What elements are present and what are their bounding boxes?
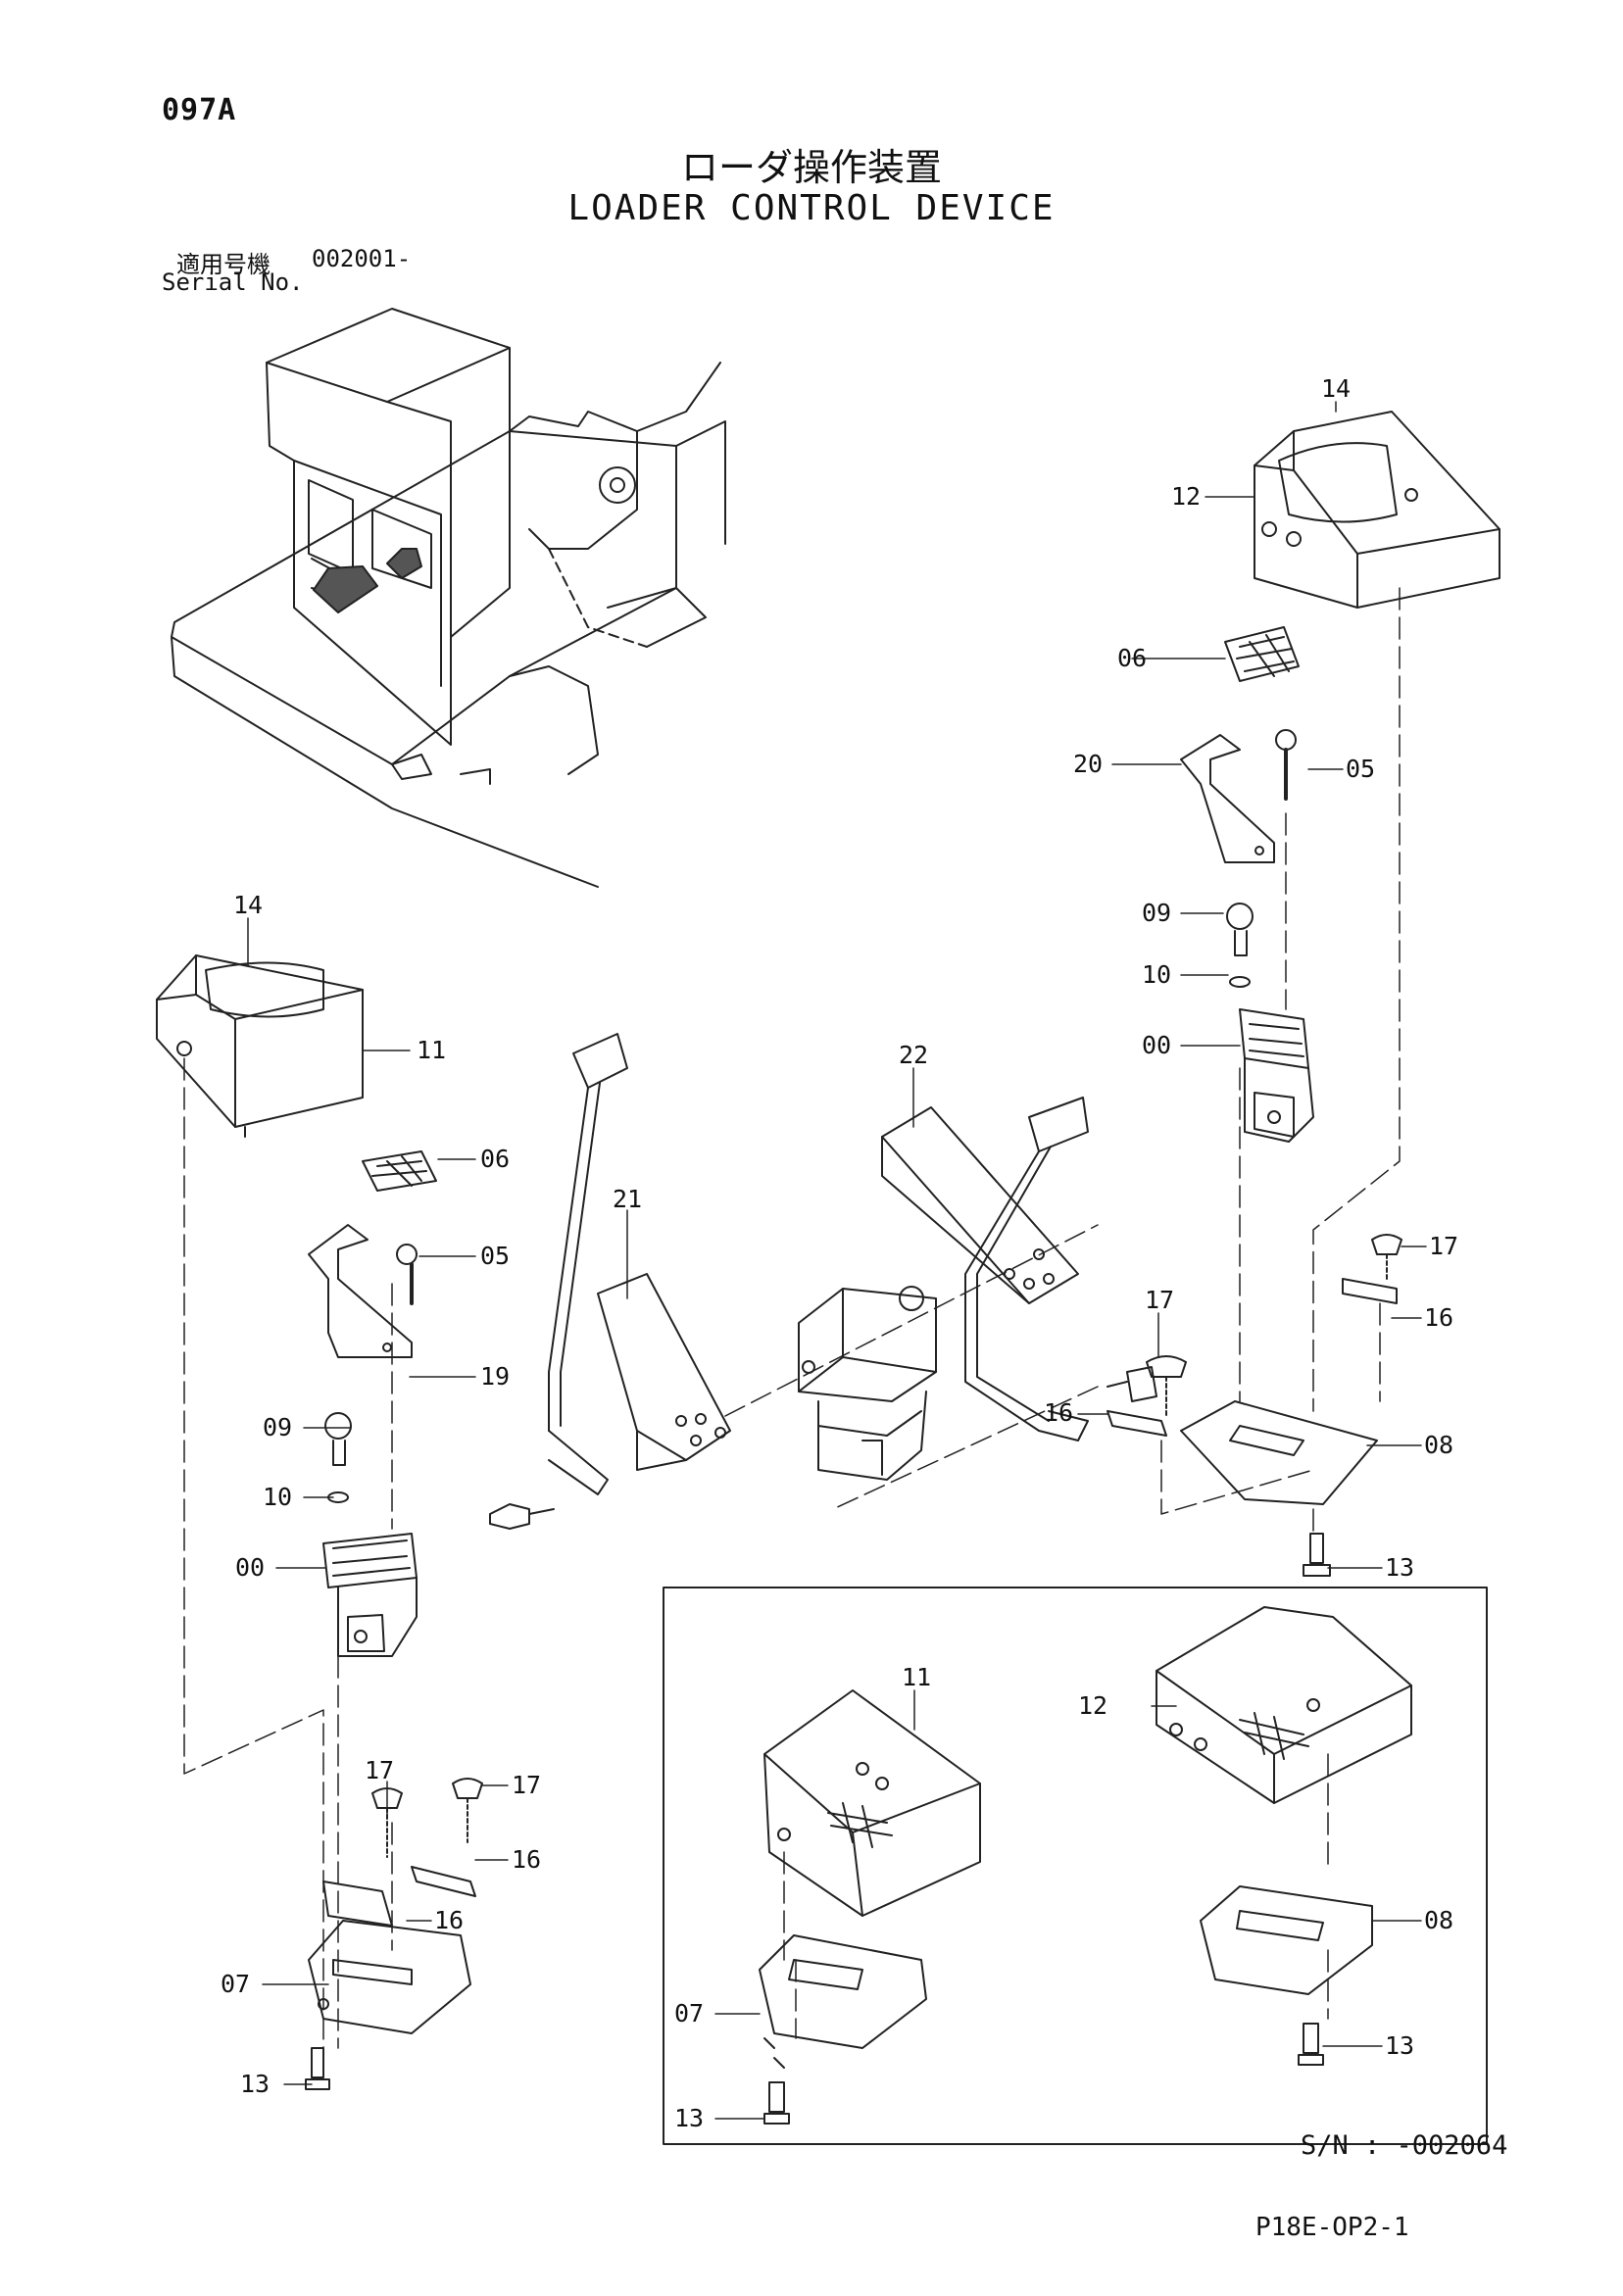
part-label-13: 13 <box>240 2070 270 2098</box>
part-label-07: 07 <box>221 1970 250 1998</box>
part-label-08: 08 <box>1424 1906 1453 1934</box>
left-cover-assembly <box>156 954 364 1138</box>
inset-plate-07 <box>759 1934 927 2125</box>
serial-number-value: 002001- <box>312 245 412 272</box>
inset-dash-lines <box>783 1753 1329 2039</box>
left-pedal-pad <box>362 1150 437 1192</box>
part-label-11: 11 <box>417 1036 446 1064</box>
part-label-05: 05 <box>1346 755 1375 783</box>
part-label-14: 14 <box>1321 374 1351 403</box>
right-pedal-bracket <box>1180 729 1297 863</box>
inset-serial-number: S/N : -002064 <box>1301 2130 1508 2161</box>
part-label-17: 17 <box>1145 1286 1174 1314</box>
part-label-16: 16 <box>1044 1398 1073 1427</box>
inset-cover-12 <box>1156 1606 1412 1804</box>
part-label-07: 07 <box>674 1999 704 2027</box>
part-label-09: 09 <box>1142 899 1171 927</box>
title-japanese: ローダ操作装置 <box>680 146 942 189</box>
left-dash-lines <box>183 1057 393 2049</box>
part-label-13: 13 <box>674 2104 704 2132</box>
right-floor-plate <box>1107 1234 1402 1577</box>
part-label-12: 12 <box>1171 482 1201 511</box>
part-label-22: 22 <box>899 1041 928 1069</box>
right-cover-assembly <box>1254 411 1500 609</box>
inset-plate-08 <box>1200 1885 1373 2066</box>
part-label-12: 12 <box>1078 1691 1107 1720</box>
right-pedal-pad <box>1224 626 1300 682</box>
part-label-13: 13 <box>1385 2031 1414 2060</box>
part-label-20: 20 <box>1073 750 1103 778</box>
part-labels: 14 12 06 20 05 09 10 00 17 17 16 16 08 1… <box>221 374 1458 2132</box>
part-label-19: 19 <box>480 1362 510 1391</box>
left-pedal-bracket <box>308 1224 418 1358</box>
inset-cover-11 <box>763 1689 981 1917</box>
part-label-06: 06 <box>1117 644 1147 672</box>
right-valve-assembly <box>1226 903 1314 1143</box>
part-label-08: 08 <box>1424 1431 1453 1459</box>
centre-lever-21 <box>489 1033 731 1530</box>
centre-lever-22 <box>881 1097 1157 1441</box>
part-label-17: 17 <box>365 1756 394 1784</box>
part-label-09: 09 <box>263 1413 292 1441</box>
left-valve-assembly <box>322 1412 418 1657</box>
right-dash-lines <box>1160 587 1401 1535</box>
part-label-14: 14 <box>233 891 263 919</box>
part-label-10: 10 <box>1142 960 1171 989</box>
part-label-13: 13 <box>1385 1553 1414 1582</box>
serial-label-english: Serial No. <box>162 269 304 296</box>
part-label-05: 05 <box>480 1242 510 1270</box>
title-english: LOADER CONTROL DEVICE <box>567 188 1056 228</box>
part-label-21: 21 <box>613 1185 642 1213</box>
part-label-10: 10 <box>263 1483 292 1511</box>
machine-overview-illustration <box>171 308 726 888</box>
part-label-16: 16 <box>434 1906 464 1934</box>
centre-valve-body <box>798 1286 937 1481</box>
callout-lines <box>247 401 1427 2120</box>
part-label-00: 00 <box>235 1553 265 1582</box>
part-label-17: 17 <box>1429 1232 1458 1260</box>
footer-code: P18E-OP2-1 <box>1255 2213 1409 2242</box>
part-label-16: 16 <box>1424 1303 1453 1332</box>
serial-label-japanese: 適用号機 <box>176 251 270 278</box>
page-code: 097A <box>162 93 237 127</box>
part-label-16: 16 <box>512 1845 541 1874</box>
part-label-00: 00 <box>1142 1031 1171 1059</box>
inset-frame <box>663 1587 1488 2145</box>
centre-dash-lines <box>724 1224 1099 1510</box>
part-label-06: 06 <box>480 1145 510 1173</box>
part-label-11: 11 <box>902 1663 931 1691</box>
part-label-17: 17 <box>512 1771 541 1799</box>
